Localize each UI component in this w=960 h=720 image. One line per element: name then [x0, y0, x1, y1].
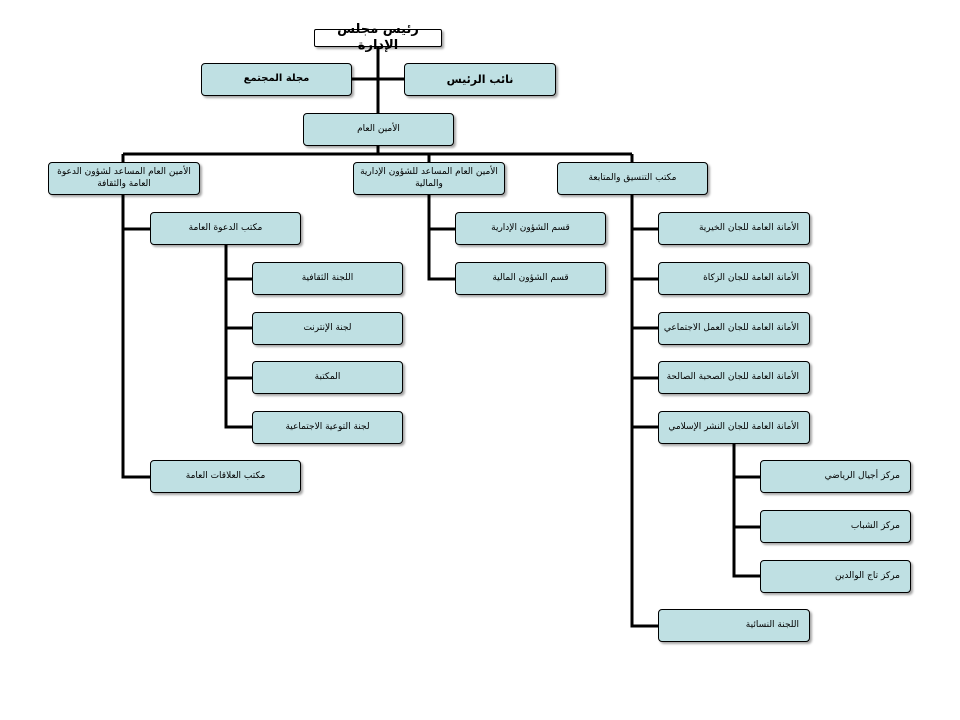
node-vice-chairman: نائب الرئيس	[404, 63, 556, 96]
node-asg-dawah: الأمين العام المساعد لشؤون الدعوة العامة…	[48, 162, 200, 195]
node-social-work: الأمانة العامة للجان العمل الاجتماعي	[658, 312, 810, 345]
node-financial-affairs: قسم الشؤون المالية	[455, 262, 606, 295]
connector-outreach-children	[732, 444, 760, 578]
node-cultural-committee: اللجنة الثقافية	[252, 262, 403, 295]
node-secretary-general: الأمين العام	[303, 113, 454, 146]
node-coordination-office: مكتب التنسيق والمتابعة	[557, 162, 708, 195]
node-pr-office: مكتب العلاقات العامة	[150, 460, 301, 493]
node-women-committee: اللجنة النسائية	[658, 609, 810, 642]
node-charity-committees: الأمانة العامة للجان الخيرية	[658, 212, 810, 245]
node-islamic-outreach: الأمانة العامة للجان النشر الإسلامي	[658, 411, 810, 444]
connector-admin-branch	[427, 195, 455, 281]
node-library: المكتبة	[252, 361, 403, 394]
node-admin-affairs: قسم الشؤون الإدارية	[455, 212, 606, 245]
node-dawah-office: مكتب الدعوة العامة	[150, 212, 301, 245]
node-internet-committee: لجنة الإنترنت	[252, 312, 403, 345]
node-ajyal-center: مركز أجيال الرياضي	[760, 460, 911, 493]
node-zakat-committees: الأمانة العامة للجان الزكاة	[658, 262, 810, 295]
node-youth-center: مركز الشباب	[760, 510, 911, 543]
node-community-magazine: مجلة المجتمع	[201, 63, 352, 96]
connector-dawah-branch	[121, 195, 150, 479]
connector-dawah-office-children	[224, 245, 252, 429]
node-taj-center: مركز تاج الوالدين	[760, 560, 911, 593]
node-chairman: رئيس مجلس الإدارة	[314, 22, 442, 53]
connector-coordination-branch	[630, 195, 658, 628]
node-righteous-companionship: الأمانة العامة للجان الصحبة الصالحة	[658, 361, 810, 394]
node-social-awareness: لجنة التوعية الاجتماعية	[252, 411, 403, 444]
node-asg-admin: الأمين العام المساعد للشؤون الإدارية وال…	[353, 162, 505, 195]
